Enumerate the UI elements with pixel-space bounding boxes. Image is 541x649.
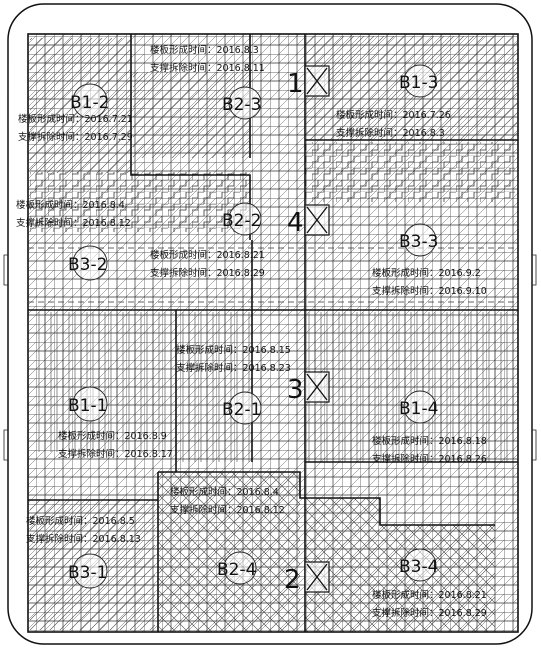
annotation-a9: 楼板形成时间：2016.8.18 支撑拆除时间：2016.8.26 [372, 435, 487, 465]
annotation-form-a8: 楼板形成时间：2016.8.9 [58, 430, 167, 442]
annotation-remove-a2: 支撑拆除时间：2016.7.29 [18, 131, 133, 143]
annotation-a7: 楼板形成时间：2016.8.15 支撑拆除时间：2016.8.23 [176, 344, 291, 374]
annotation-form-a5: 楼板形成时间：2016.8.21 [150, 249, 265, 261]
zone-fill-B2-1 [180, 312, 252, 462]
annotation-a6: 楼板形成时间：2016.9.2 支撑拆除时间：2016.9.10 [372, 267, 487, 297]
zone-fill-B2-3 [133, 72, 249, 158]
annotation-remove-a4: 支撑拆除时间：2016.8.12 [16, 217, 131, 229]
zone-label-B2-4: B2-4 [217, 560, 256, 580]
zone-fill-B2-4 [158, 472, 300, 632]
annotation-form-a1: 楼板形成时间：2016.8.3 [150, 44, 259, 56]
annotation-form-a9: 楼板形成时间：2016.8.18 [372, 435, 487, 447]
annotation-form-a3: 楼板形成时间：2016.7.26 [336, 109, 451, 121]
zone-label-B3-2: B3-2 [68, 255, 107, 275]
annotation-a3: 楼板形成时间：2016.7.26 支撑拆除时间：2016.8.3 [336, 109, 451, 139]
zone-label-B1-4: B1-4 [399, 399, 438, 419]
dashed-lines [28, 247, 518, 303]
big-mark-crosses [306, 67, 328, 591]
right-edge-mark [532, 254, 537, 286]
zone-label-B2-3: B2-3 [222, 95, 261, 115]
big-mark-2: 2 [284, 565, 301, 595]
zone-label-B1-2: B1-2 [70, 93, 109, 113]
zone-label-B2-1: B2-1 [222, 400, 261, 420]
annotation-remove-a10: 支撑拆除时间：2016.8.12 [170, 504, 285, 516]
annotation-form-a11: 楼板形成时间：2016.8.5 [26, 515, 135, 527]
annotation-a12: 楼板形成时间：2016.8.21 支撑拆除时间：2016.8.29 [372, 589, 487, 619]
big-mark-4: 4 [287, 208, 304, 238]
annotation-a10: 楼板形成时间：2016.8.4 支撑拆除时间：2016.8.12 [170, 486, 285, 516]
annotation-remove-a12: 支撑拆除时间：2016.8.29 [372, 607, 487, 619]
big-mark-3: 3 [287, 375, 304, 405]
annotation-remove-a7: 支撑拆除时间：2016.8.23 [176, 362, 291, 374]
left-edge-mark-2 [3, 429, 8, 461]
zone-label-B3-4: B3-4 [399, 557, 438, 577]
annotation-a2: 楼板形成时间：2016.7.21 支撑拆除时间：2016.7.29 [18, 113, 133, 143]
annotation-form-a10: 楼板形成时间：2016.8.4 [170, 486, 279, 498]
zone-fill-stair-left [30, 172, 250, 232]
annotation-form-a7: 楼板形成时间：2016.8.15 [176, 344, 291, 356]
annotation-remove-a3: 支撑拆除时间：2016.8.3 [336, 127, 445, 139]
big-mark-1: 1 [287, 69, 304, 99]
zone-label-B1-1: B1-1 [68, 396, 107, 416]
right-edge-mark-2 [532, 429, 537, 461]
annotation-form-a12: 楼板形成时间：2016.8.21 [372, 589, 487, 601]
annotation-remove-a5: 支撑拆除时间：2016.8.29 [150, 267, 265, 279]
annotation-form-a4: 楼板形成时间：2016.8.4 [16, 199, 125, 211]
annotation-remove-a6: 支撑拆除时间：2016.9.10 [372, 285, 487, 297]
annotation-remove-a11: 支撑拆除时间：2016.8.13 [26, 533, 141, 545]
annotation-remove-a9: 支撑拆除时间：2016.8.26 [372, 453, 487, 465]
annotation-form-a6: 楼板形成时间：2016.9.2 [372, 267, 481, 279]
zone-fill-B1-4 [305, 312, 515, 462]
zone-label-B2-2: B2-2 [222, 211, 261, 231]
annotation-remove-a8: 支撑拆除时间：2016.8.17 [58, 448, 173, 460]
annotation-a11: 楼板形成时间：2016.8.5 支撑拆除时间：2016.8.13 [26, 515, 141, 545]
annotation-a1: 楼板形成时间：2016.8.3 支撑拆除时间：2016.8.11 [150, 44, 265, 74]
zone-fill-stair [305, 142, 515, 202]
zone-fill-B3-4 [305, 498, 495, 632]
annotation-a8: 楼板形成时间：2016.8.9 支撑拆除时间：2016.8.17 [58, 430, 173, 460]
annotation-a5: 楼板形成时间：2016.8.21 支撑拆除时间：2016.8.29 [150, 249, 265, 279]
zone-circles [72, 64, 437, 589]
zone-label-B3-1: B3-1 [68, 563, 107, 583]
annotation-remove-a1: 支撑拆除时间：2016.8.11 [150, 62, 265, 74]
left-edge-mark [3, 254, 8, 286]
plan-frame [27, 33, 519, 633]
annotation-form-a2: 楼板形成时间：2016.7.21 [18, 113, 133, 125]
annotation-a4: 楼板形成时间：2016.8.4 支撑拆除时间：2016.8.12 [16, 199, 131, 229]
zone-fill-B1-1 [34, 312, 174, 452]
zone-label-B3-3: B3-3 [399, 232, 438, 252]
zone-label-B1-3: B1-3 [399, 73, 438, 93]
